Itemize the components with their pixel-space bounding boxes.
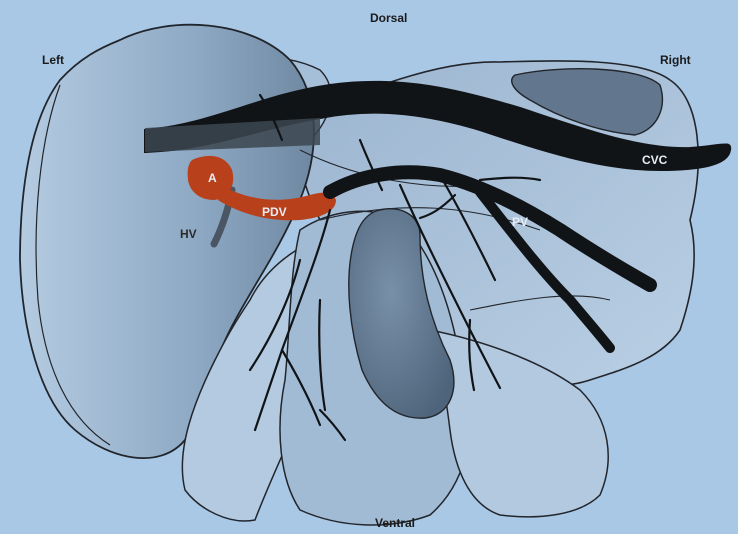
label-right: Right (660, 53, 691, 67)
label-hv: HV (180, 227, 197, 241)
label-pv: PV (512, 215, 528, 229)
label-cvc: CVC (642, 153, 668, 167)
label-dorsal: Dorsal (370, 11, 407, 25)
label-ventral: Ventral (375, 516, 415, 530)
label-a: A (208, 171, 217, 185)
label-left: Left (42, 53, 64, 67)
label-pdv: PDV (262, 205, 287, 219)
